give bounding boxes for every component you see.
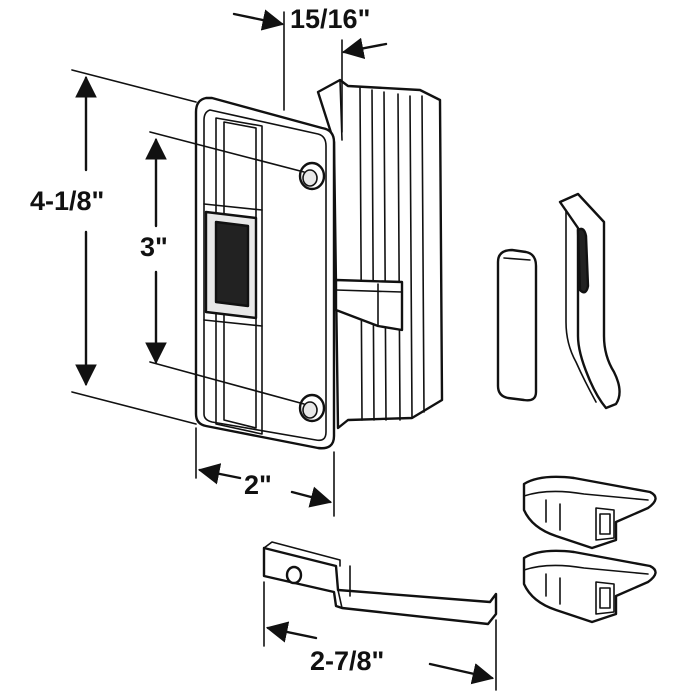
strike-plate (194, 96, 336, 450)
dimension-label-plate-width: 2" (244, 470, 272, 500)
dimension-plate-width: 2" (195, 427, 335, 517)
dimension-overall-height: 4-1/8" (30, 69, 197, 425)
handle-extrusion (316, 78, 444, 430)
guide-piece-bottom (522, 549, 657, 624)
dimension-label-top-width: 15/16" (290, 4, 370, 34)
dimension-label-latch-bar-length: 2-7/8" (310, 646, 384, 676)
dimension-label-hole-spacing: 3" (140, 232, 168, 262)
latch-bar (262, 541, 498, 626)
guide-piece-top (522, 475, 657, 550)
dimension-latch-bar-length: 2-7/8" (263, 581, 497, 691)
dimension-top-width: 15/16" (232, 4, 388, 133)
spring-clip (558, 192, 621, 410)
dimension-hole-spacing: 3" (140, 131, 305, 405)
dimension-label-overall-height: 4-1/8" (30, 186, 104, 216)
insert-piece (496, 248, 538, 402)
